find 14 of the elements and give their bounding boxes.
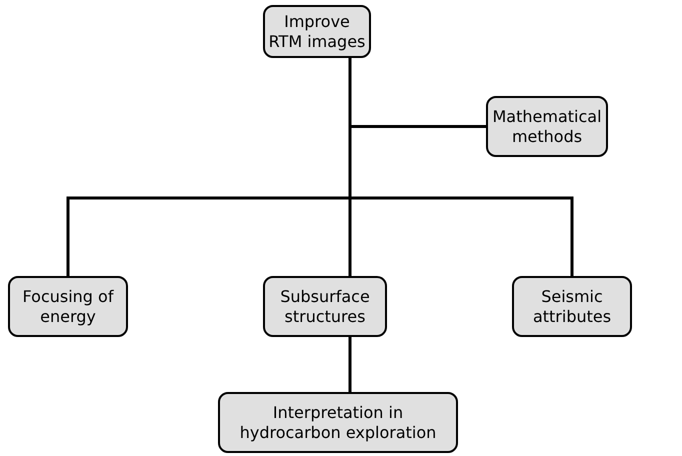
box-label: Mathematical methods [491,106,603,146]
process-box [263,5,371,58]
box-label: Focusing of energy [22,286,115,326]
box-label: Improve RTM images [268,12,366,52]
process-box [8,276,128,337]
connector-line [348,58,574,276]
box-label: Subsurface structures [279,286,371,326]
connector-line [348,337,352,392]
process-box [218,392,458,453]
box-label: Interpretation in hydrocarbon exploration [238,402,438,442]
process-box [263,276,387,337]
process-box [512,276,632,337]
process-box [486,96,608,157]
box-label: Seismic attributes [532,286,612,326]
